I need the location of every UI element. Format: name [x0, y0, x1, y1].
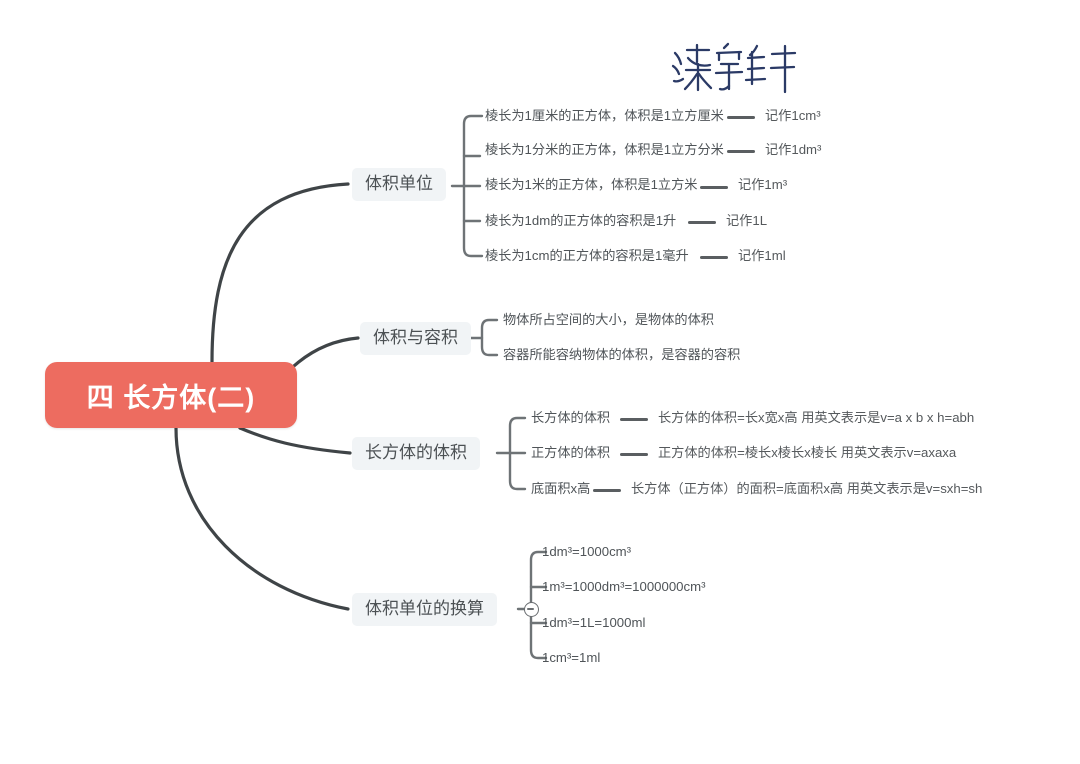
leaf-label: 棱长为1分米的正方体，体积是1立方分米 — [485, 142, 724, 157]
leaf-detail-text[interactable]: 记作1cm³ — [765, 108, 821, 124]
branch-node-volume-units[interactable]: 体积单位 — [352, 168, 446, 201]
leaf-label: 1m³=1000dm³=1000000cm³ — [542, 579, 706, 594]
branch-label-text: 体积单位的换算 — [365, 599, 484, 618]
root-node-label: 四 长方体(二) — [86, 382, 256, 413]
leaf-dash — [727, 116, 755, 119]
leaf-text[interactable]: 容器所能容纳物体的体积，是容器的容积 — [503, 347, 741, 363]
leaf-text[interactable]: 底面积x高 — [531, 481, 591, 497]
leaf-text[interactable]: 长方体的体积 — [531, 410, 611, 426]
leaf-detail-label: 长方体（正方体）的面积=底面积x高 用英文表示是v=sxh=sh — [631, 481, 983, 496]
leaf-detail-text[interactable]: 记作1L — [726, 213, 768, 229]
leaf-detail-label: 记作1L — [726, 213, 768, 228]
branch-node-cuboid-volume[interactable]: 长方体的体积 — [352, 437, 480, 470]
bracket-branch-1 — [450, 114, 484, 258]
signature-icon — [671, 42, 797, 94]
leaf-text[interactable]: 棱长为1dm的正方体的容积是1升 — [485, 213, 677, 229]
leaf-label: 底面积x高 — [531, 481, 591, 496]
leaf-text[interactable]: 正方体的体积 — [531, 445, 611, 461]
leaf-label: 物体所占空间的大小，是物体的体积 — [503, 312, 714, 327]
branch-node-volume-and-capacity[interactable]: 体积与容积 — [360, 322, 471, 355]
leaf-detail-text[interactable]: 正方体的体积=棱长x棱长x棱长 用英文表示v=axaxa — [658, 445, 957, 461]
leaf-text[interactable]: 1dm³=1L=1000ml — [542, 615, 646, 631]
leaf-label: 棱长为1米的正方体，体积是1立方米 — [485, 177, 698, 192]
leaf-dash — [620, 418, 648, 421]
leaf-text[interactable]: 棱长为1cm的正方体的容积是1毫升 — [485, 248, 689, 264]
branch-label-text: 体积与容积 — [373, 328, 458, 347]
leaf-label: 长方体的体积 — [531, 410, 611, 425]
root-node[interactable]: 四 长方体(二) — [45, 362, 297, 428]
leaf-detail-text[interactable]: 长方体的体积=长x宽x高 用英文表示是v=a x b x h=abh — [658, 410, 975, 426]
bracket-branch-2 — [468, 318, 499, 357]
leaf-detail-label: 记作1m³ — [738, 177, 788, 192]
leaf-detail-label: 记作1dm³ — [765, 142, 822, 157]
leaf-dash — [688, 221, 716, 224]
leaf-dash — [620, 453, 648, 456]
leaf-label: 1dm³=1L=1000ml — [542, 615, 646, 630]
leaf-detail-text[interactable]: 记作1ml — [738, 248, 786, 264]
leaf-label: 1cm³=1ml — [542, 650, 601, 665]
bracket-branch-3 — [495, 416, 527, 491]
leaf-detail-text[interactable]: 记作1m³ — [738, 177, 788, 193]
leaf-detail-label: 记作1cm³ — [765, 108, 821, 123]
leaf-detail-label: 长方体的体积=长x宽x高 用英文表示是v=a x b x h=abh — [658, 410, 975, 425]
leaf-dash — [700, 256, 728, 259]
leaf-label: 正方体的体积 — [531, 445, 611, 460]
leaf-label: 棱长为1dm的正方体的容积是1升 — [485, 213, 677, 228]
leaf-detail-label: 记作1ml — [738, 248, 786, 263]
leaf-dash — [700, 186, 728, 189]
branch-label-text: 长方体的体积 — [365, 443, 467, 462]
leaf-text[interactable]: 棱长为1米的正方体，体积是1立方米 — [485, 177, 698, 193]
leaf-text[interactable]: 1m³=1000dm³=1000000cm³ — [542, 579, 706, 595]
branch-node-unit-conversion[interactable]: 体积单位的换算 — [352, 593, 497, 626]
leaf-label: 棱长为1厘米的正方体，体积是1立方厘米 — [485, 108, 724, 123]
leaf-label: 1dm³=1000cm³ — [542, 544, 632, 559]
signature-watermark — [671, 40, 802, 96]
edge-root-to-branch-3 — [238, 426, 352, 455]
leaf-detail-text[interactable]: 记作1dm³ — [765, 142, 822, 158]
leaf-detail-text[interactable]: 长方体（正方体）的面积=底面积x高 用英文表示是v=sxh=sh — [631, 481, 983, 497]
leaf-dash — [593, 489, 621, 492]
leaf-text[interactable]: 1dm³=1000cm³ — [542, 544, 632, 560]
branch-label-text: 体积单位 — [365, 174, 433, 193]
leaf-dash — [727, 150, 755, 153]
leaf-text[interactable]: 1cm³=1ml — [542, 650, 601, 666]
leaf-detail-label: 正方体的体积=棱长x棱长x棱长 用英文表示v=axaxa — [658, 445, 957, 460]
leaf-text[interactable]: 棱长为1厘米的正方体，体积是1立方厘米 — [485, 108, 724, 124]
leaf-text[interactable]: 物体所占空间的大小，是物体的体积 — [503, 312, 714, 328]
minus-circle-icon[interactable] — [524, 602, 539, 617]
leaf-label: 棱长为1cm的正方体的容积是1毫升 — [485, 248, 689, 263]
edge-root-to-branch-4 — [174, 426, 350, 611]
leaf-text[interactable]: 棱长为1分米的正方体，体积是1立方分米 — [485, 142, 724, 158]
edge-root-to-branch-1 — [210, 182, 350, 364]
leaf-label: 容器所能容纳物体的体积，是容器的容积 — [503, 347, 741, 362]
